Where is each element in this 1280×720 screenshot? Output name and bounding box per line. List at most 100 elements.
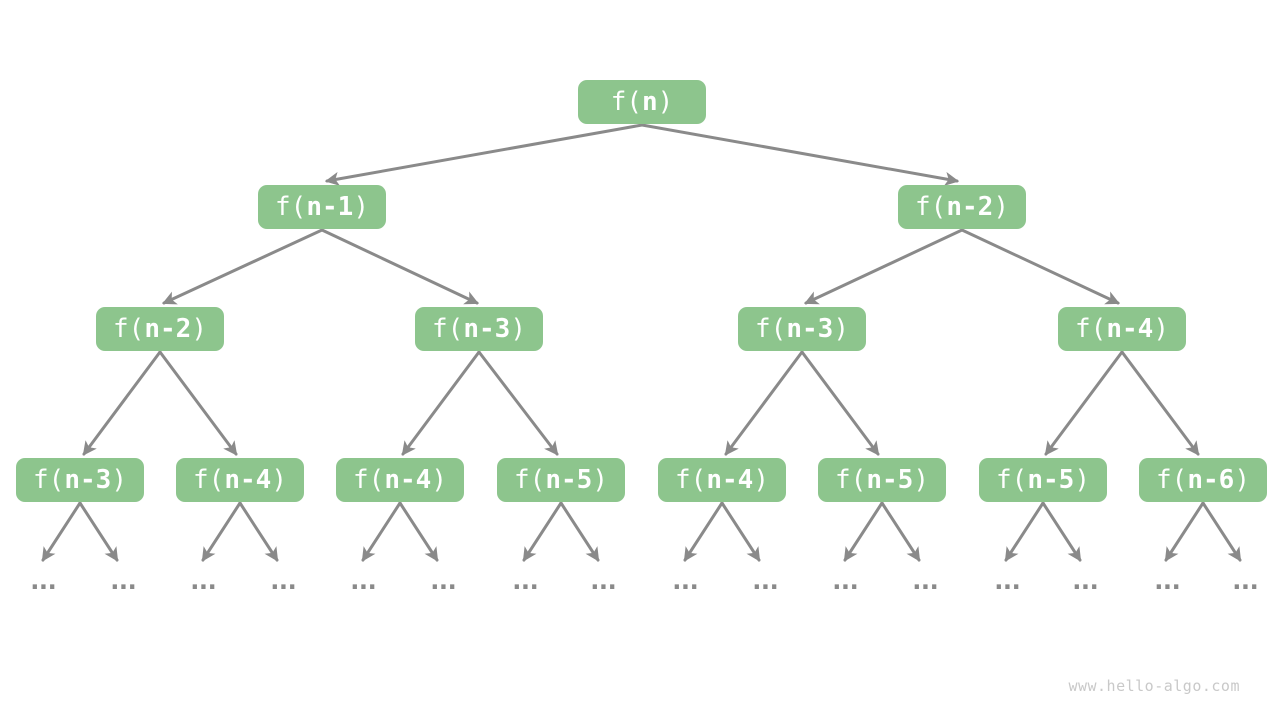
node-label-prefix: f( [996, 465, 1028, 495]
node-label-prefix: f( [353, 465, 385, 495]
tree-node-l3-1-f-n-3: f(n-3) [415, 307, 543, 351]
edge-arrow [158, 350, 238, 456]
node-label-suffix: ) [1153, 314, 1169, 344]
ellipsis: ... [509, 566, 542, 596]
node-label-arg: n-1 [306, 192, 354, 222]
ellipsis: ... [1229, 566, 1262, 596]
edge-arrow [880, 501, 921, 562]
edge-arrow [1164, 501, 1205, 562]
edge-arrow [1041, 501, 1082, 562]
node-label-prefix: f( [1075, 314, 1107, 344]
node-label-suffix: ) [191, 314, 207, 344]
tree-node-l3-0-f-n-2: f(n-2) [96, 307, 224, 351]
ellipsis: ... [991, 566, 1024, 596]
edge-arrow [720, 501, 761, 562]
edge-arrow [78, 501, 119, 562]
edge-arrow [804, 228, 964, 305]
tree-node-l4-3-f-n-5: f(n-5) [497, 458, 625, 502]
node-label-suffix: ) [913, 465, 929, 495]
edge-arrow [559, 501, 600, 562]
node-label-arg: n-4 [1106, 314, 1154, 344]
edge-arrow [724, 350, 804, 456]
node-label-arg: n-3 [64, 465, 112, 495]
edge-arrow [477, 350, 559, 456]
tree-node-l4-4-f-n-4: f(n-4) [658, 458, 786, 502]
edge-arrow [522, 501, 563, 562]
tree-node-l4-2-f-n-4: f(n-4) [336, 458, 464, 502]
edge-arrow [1044, 350, 1124, 456]
edge-arrow [324, 123, 644, 186]
ellipsis: ... [347, 566, 380, 596]
node-label-suffix: ) [592, 465, 608, 495]
edge-arrow [238, 501, 279, 562]
node-label-prefix: f( [514, 465, 546, 495]
ellipsis: ... [749, 566, 782, 596]
edge-arrow [1120, 350, 1200, 456]
ellipsis: ... [669, 566, 702, 596]
edge-arrow [162, 228, 324, 305]
edge-arrow [843, 501, 884, 562]
edge-arrow [401, 350, 481, 456]
node-label-arg: n [642, 87, 658, 117]
ellipsis: ... [909, 566, 942, 596]
tree-node-l3-3-f-n-4: f(n-4) [1058, 307, 1186, 351]
tree-node-l2-0-f-n-1: f(n-1) [258, 185, 386, 229]
node-label-suffix: ) [271, 465, 287, 495]
node-label-prefix: f( [755, 314, 787, 344]
ellipsis: ... [267, 566, 300, 596]
tree-node-l4-6-f-n-5: f(n-5) [979, 458, 1107, 502]
ellipsis: ... [427, 566, 460, 596]
node-label-prefix: f( [432, 314, 464, 344]
edge-arrow [640, 123, 960, 186]
node-label-suffix: ) [431, 465, 447, 495]
tree-node-l3-2-f-n-3: f(n-3) [738, 307, 866, 351]
ellipsis: ... [107, 566, 140, 596]
tree-node-l4-1-f-n-4: f(n-4) [176, 458, 304, 502]
node-label-arg: n-4 [224, 465, 272, 495]
tree-node-l4-7-f-n-6: f(n-6) [1139, 458, 1267, 502]
node-label-suffix: ) [657, 87, 674, 117]
node-label-suffix: ) [510, 314, 526, 344]
node-label-prefix: f( [610, 87, 642, 117]
node-label-prefix: f( [275, 192, 307, 222]
tree-node-l4-5-f-n-5: f(n-5) [818, 458, 946, 502]
node-label-arg: n-2 [144, 314, 192, 344]
node-label-prefix: f( [835, 465, 867, 495]
ellipsis: ... [1069, 566, 1102, 596]
node-label-prefix: f( [1156, 465, 1188, 495]
node-label-arg: n-2 [946, 192, 994, 222]
ellipsis: ... [829, 566, 862, 596]
tree-node-l2-1-f-n-2: f(n-2) [898, 185, 1026, 229]
node-label-prefix: f( [33, 465, 65, 495]
node-label-prefix: f( [675, 465, 707, 495]
edge-arrow [320, 228, 479, 305]
node-label-suffix: ) [353, 192, 369, 222]
watermark: www.hello-algo.com [1068, 677, 1240, 695]
node-label-arg: n-5 [1027, 465, 1075, 495]
ellipsis: ... [1151, 566, 1184, 596]
node-label-suffix: ) [833, 314, 849, 344]
node-label-arg: n-4 [706, 465, 754, 495]
edge-arrow [1201, 501, 1242, 562]
tree-node-l1-f-n: f(n) [578, 80, 706, 124]
edge-arrow [683, 501, 724, 562]
node-label-arg: n-5 [866, 465, 914, 495]
node-label-arg: n-4 [384, 465, 432, 495]
edge-arrow [201, 501, 242, 562]
node-label-arg: n-6 [1187, 465, 1235, 495]
edge-arrow [1004, 501, 1045, 562]
node-label-suffix: ) [1074, 465, 1090, 495]
node-label-arg: n-5 [545, 465, 593, 495]
node-label-suffix: ) [993, 192, 1009, 222]
node-label-prefix: f( [113, 314, 145, 344]
node-label-arg: n-3 [786, 314, 834, 344]
edge-arrow [800, 350, 880, 456]
edge-arrow [960, 228, 1120, 305]
node-label-suffix: ) [1234, 465, 1250, 495]
node-label-arg: n-3 [463, 314, 511, 344]
tree-node-l4-0-f-n-3: f(n-3) [16, 458, 144, 502]
ellipsis: ... [187, 566, 220, 596]
node-label-suffix: ) [111, 465, 127, 495]
